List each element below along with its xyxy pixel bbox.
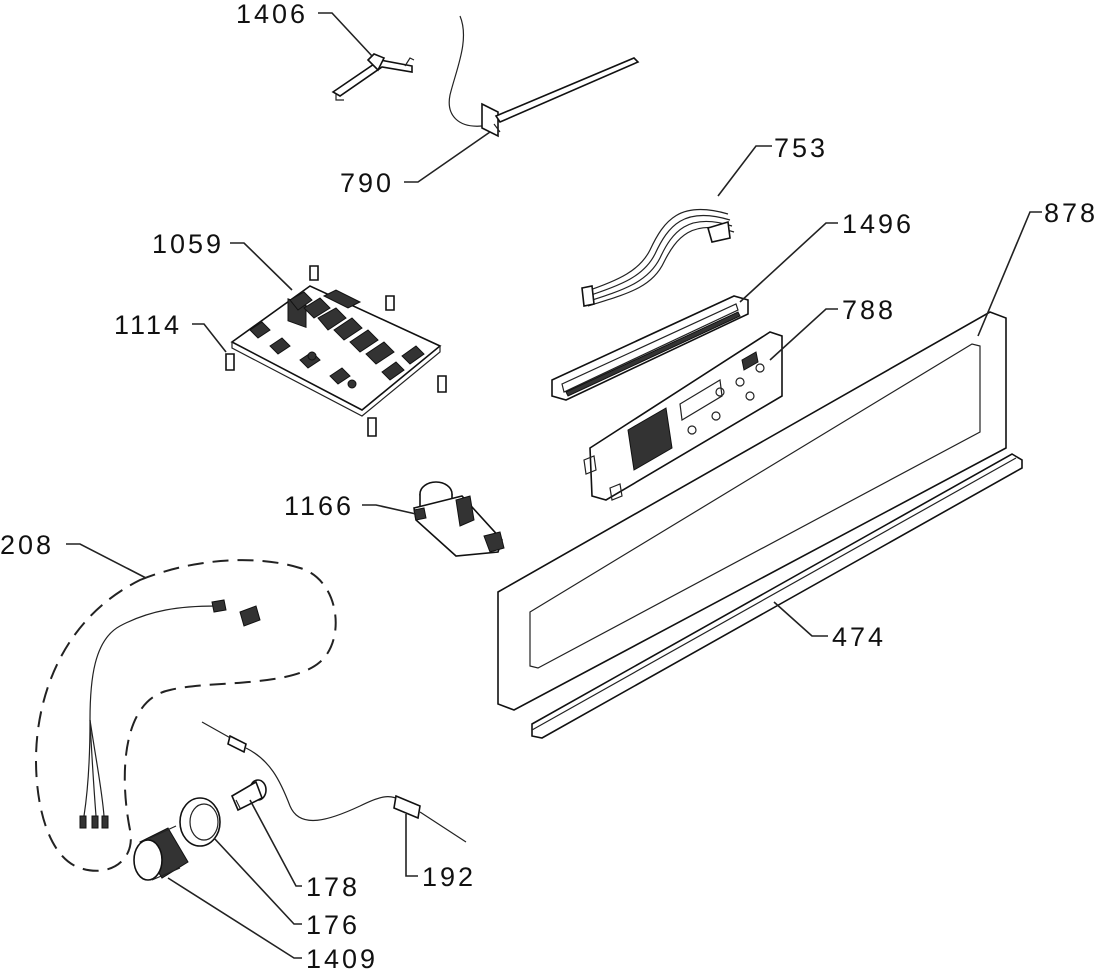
leader-1409	[167, 877, 302, 959]
label-1496: 1496	[842, 209, 914, 239]
leader-1496	[739, 222, 838, 303]
knob-1409	[133, 825, 189, 881]
wiring-harness-208	[34, 559, 337, 872]
sensor-probe-790	[448, 15, 640, 138]
leader-1166	[362, 504, 417, 515]
label-878: 878	[1044, 198, 1098, 228]
bracket-1406	[331, 53, 415, 101]
label-1114: 1114	[114, 310, 182, 340]
leader-208	[66, 543, 147, 579]
label-176: 176	[306, 910, 360, 940]
leader-192	[405, 814, 418, 877]
leader-474	[773, 601, 828, 637]
label-474: 474	[832, 622, 886, 652]
label-788: 788	[842, 295, 896, 325]
spindle-178	[230, 779, 267, 812]
label-790: 790	[340, 168, 394, 198]
leader-788	[769, 308, 838, 361]
label-208: 208	[0, 530, 54, 560]
label-1059: 1059	[152, 229, 224, 259]
display-frame-1496	[551, 295, 749, 401]
leader-878	[977, 211, 1042, 337]
bezel-ring-176	[179, 797, 221, 847]
leader-178	[249, 799, 302, 887]
trim-strip-474	[531, 453, 1023, 739]
label-178: 178	[306, 872, 360, 902]
timer-module-1166	[413, 481, 505, 557]
leader-753	[717, 145, 772, 197]
display-board-788	[583, 331, 783, 501]
front-panel-878	[497, 311, 1007, 711]
thermostat-capillary-192	[201, 721, 467, 843]
leader-790	[404, 131, 491, 183]
ribbon-cable-753	[581, 208, 735, 307]
control-board-1059	[230, 285, 442, 417]
label-753: 753	[774, 133, 828, 163]
label-1406: 1406	[236, 0, 308, 29]
label-1409: 1409	[306, 944, 378, 972]
label-192: 192	[422, 862, 476, 892]
leader-1114	[192, 323, 227, 353]
leader-1406	[318, 12, 373, 57]
leader-176	[213, 837, 302, 925]
label-1166: 1166	[284, 491, 354, 521]
standoffs-1059	[225, 265, 447, 437]
leader-1059	[230, 242, 293, 291]
